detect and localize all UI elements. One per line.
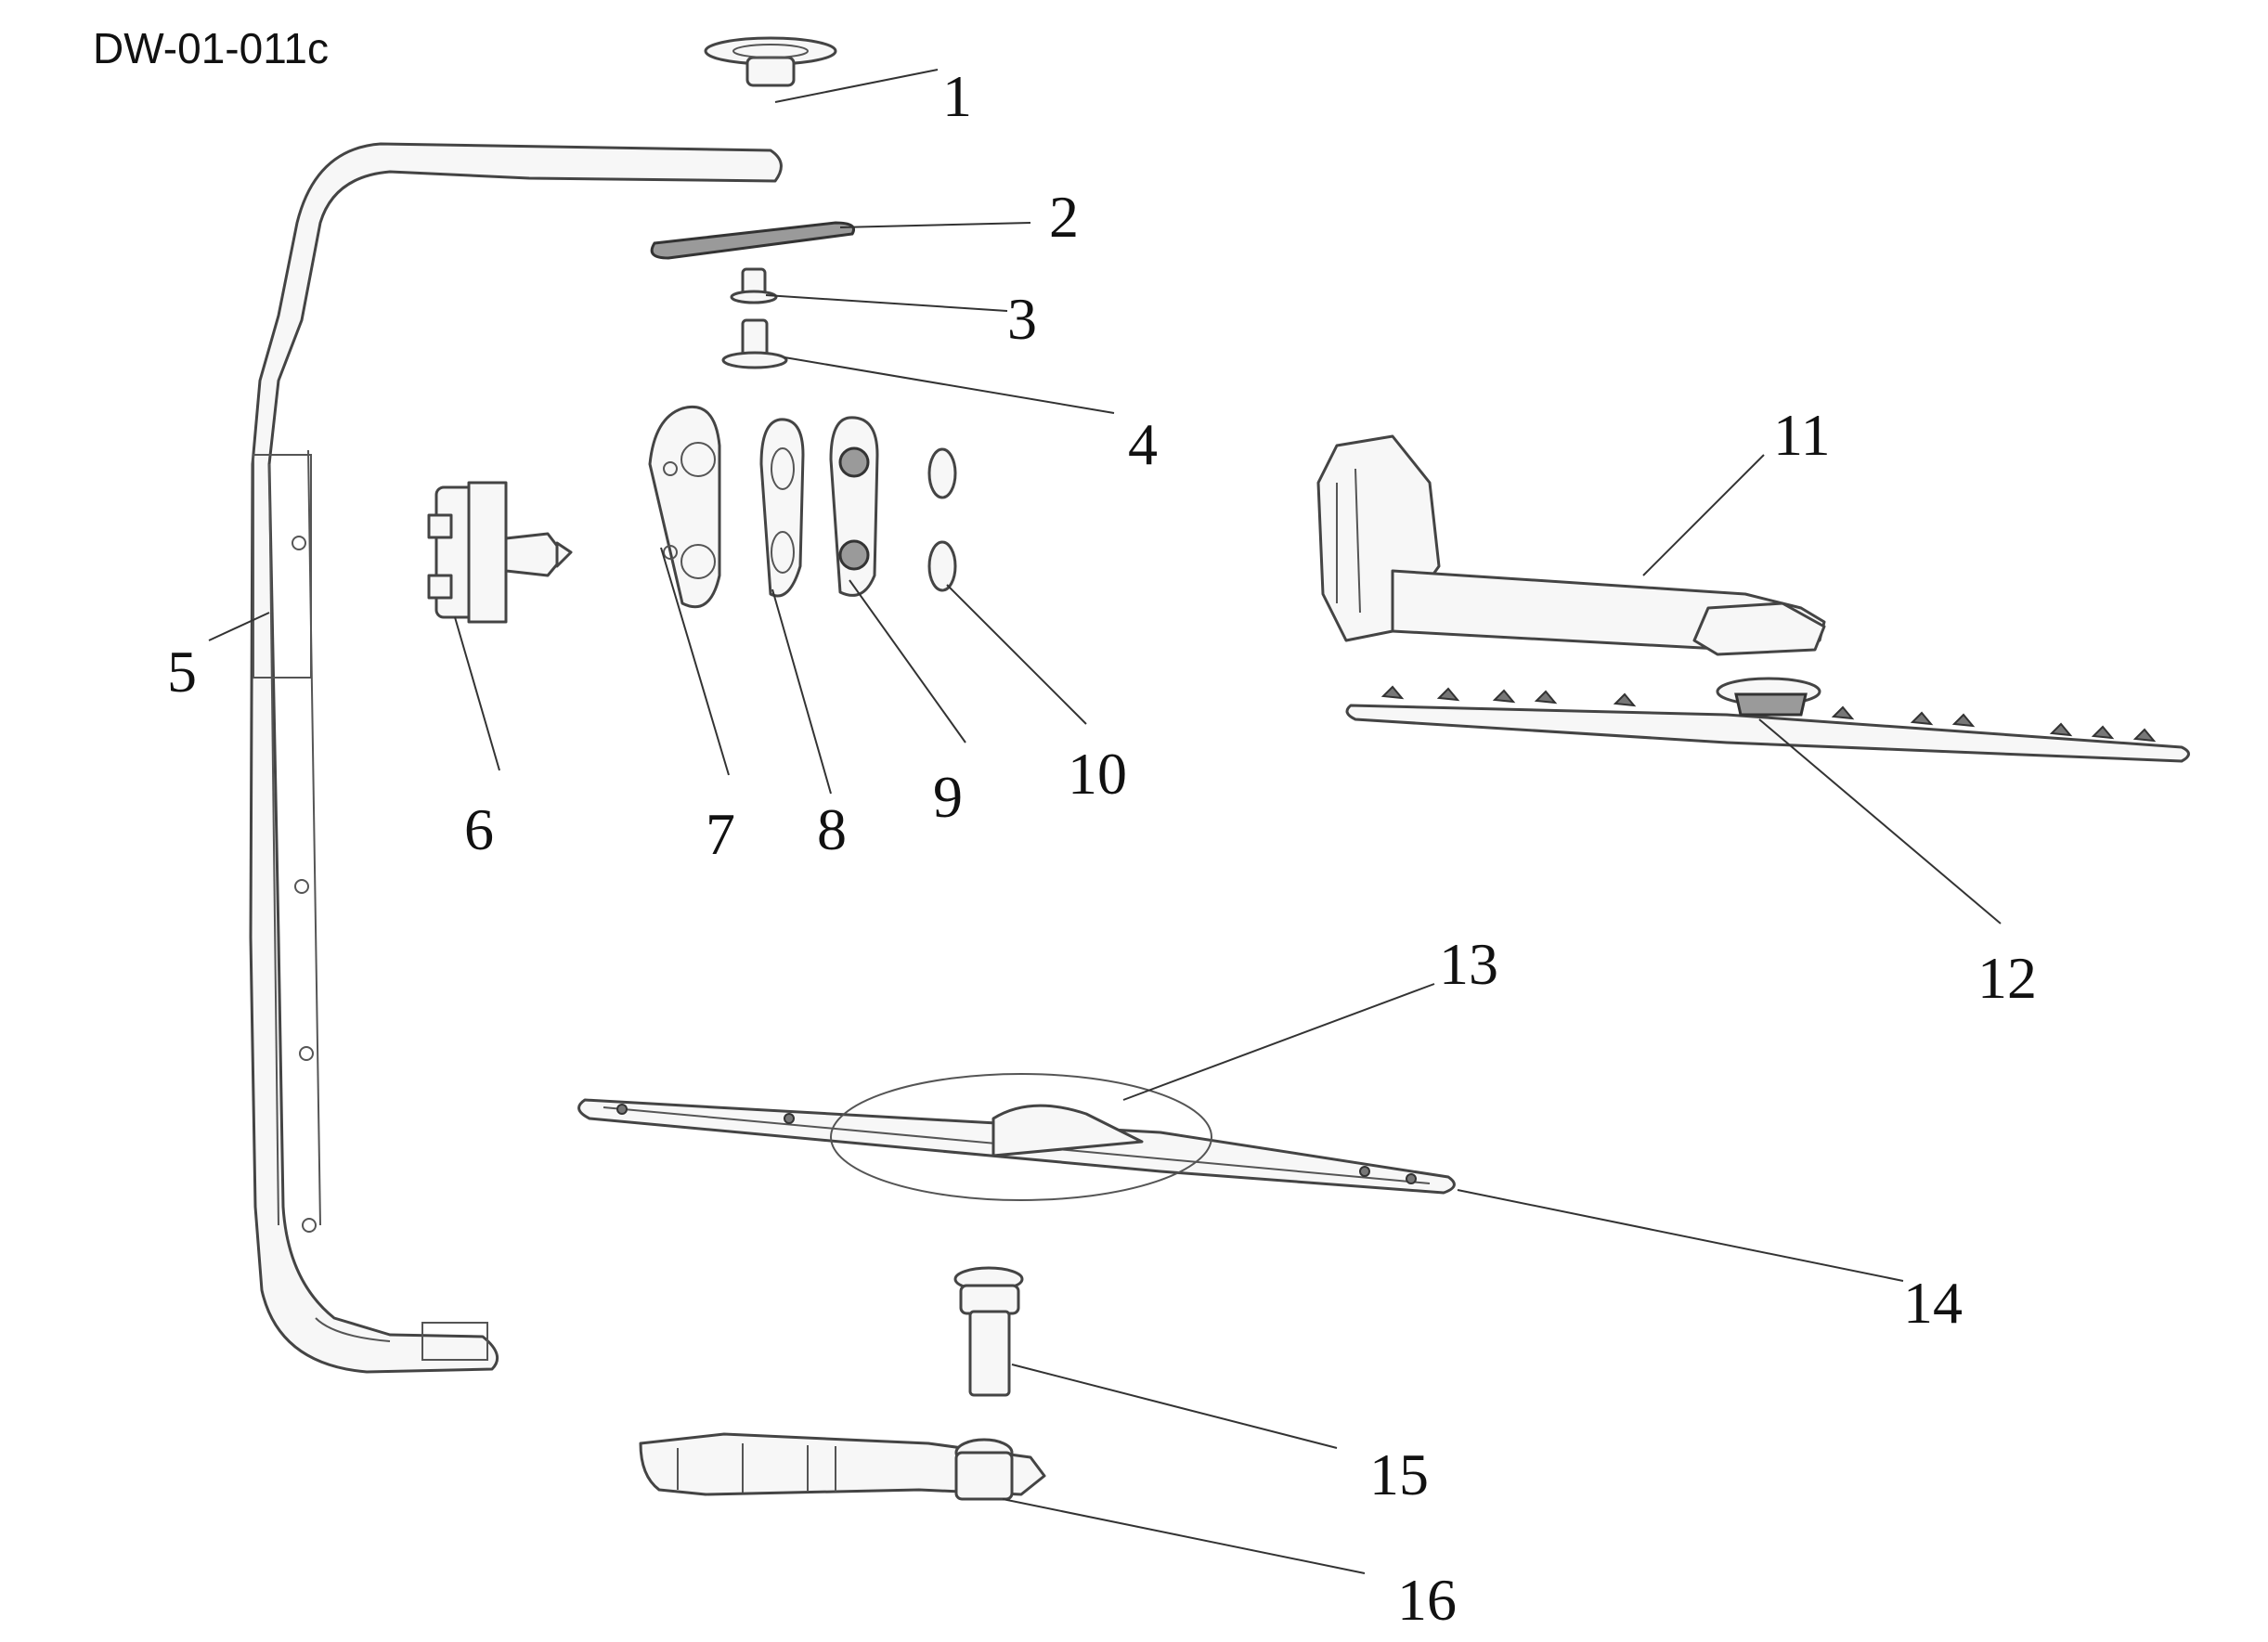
part-1-cap bbox=[704, 36, 837, 87]
callout-13: 13 bbox=[1439, 931, 1498, 997]
callout-1: 1 bbox=[942, 63, 972, 129]
drawing-code: DW-01-011c bbox=[93, 24, 329, 72]
part-13-hub bbox=[830, 1073, 1212, 1201]
callout-15: 15 bbox=[1369, 1442, 1429, 1507]
callout-7: 7 bbox=[706, 801, 735, 867]
callout-14: 14 bbox=[1903, 1270, 1963, 1336]
part-10-rings bbox=[927, 447, 957, 592]
part-12-upper-spray-arm bbox=[1345, 677, 2190, 763]
callout-5: 5 bbox=[167, 639, 197, 705]
part-15-connector bbox=[953, 1266, 1024, 1397]
part-6-valve-block bbox=[427, 481, 573, 624]
callout-6: 6 bbox=[464, 796, 494, 862]
part-4-pin bbox=[721, 318, 788, 369]
callout-2: 2 bbox=[1049, 184, 1079, 250]
leader-lines bbox=[208, 69, 2002, 1574]
callout-4: 4 bbox=[1128, 411, 1158, 477]
callout-8: 8 bbox=[817, 796, 847, 862]
part-8-plate bbox=[759, 418, 805, 598]
part-9-diaphragm bbox=[829, 416, 879, 597]
part-2-gasket bbox=[650, 221, 855, 260]
part-11-arm-support bbox=[1316, 434, 1826, 656]
callout-12: 12 bbox=[1977, 945, 2037, 1011]
callout-10: 10 bbox=[1068, 741, 1127, 807]
callout-11: 11 bbox=[1773, 402, 1831, 468]
callout-numbers: 1 2 3 4 5 6 7 8 9 10 11 12 13 14 15 16 bbox=[167, 63, 2037, 1633]
part-5-supply-pipe bbox=[249, 142, 783, 1374]
callout-9: 9 bbox=[933, 764, 963, 830]
part-16-lower-tube bbox=[639, 1432, 1046, 1501]
callout-16: 16 bbox=[1397, 1567, 1457, 1633]
part-3-pin bbox=[730, 267, 778, 304]
callout-3: 3 bbox=[1007, 286, 1037, 352]
part-7-housing bbox=[648, 406, 721, 609]
